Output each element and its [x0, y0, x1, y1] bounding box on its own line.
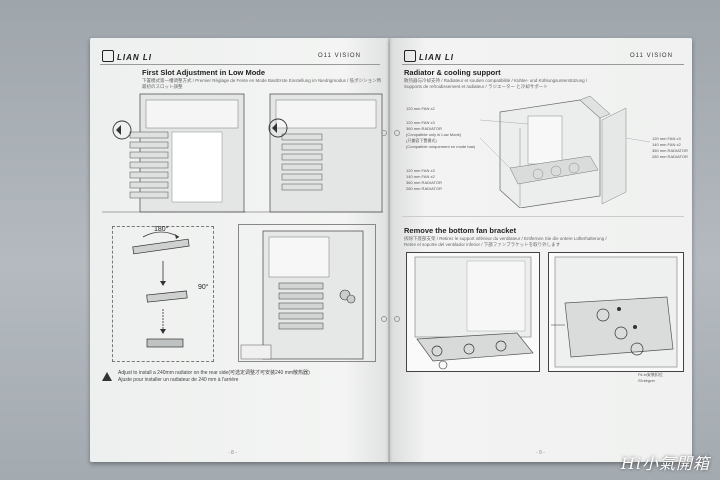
slot-install-box: [238, 224, 376, 362]
left-page: LIAN LI O11 VISION First Slot Adjustment…: [90, 38, 390, 462]
brand-mark-icon-right: [404, 50, 416, 62]
section-divider: [402, 216, 684, 217]
header-rule-right: [402, 64, 684, 65]
brand-logo-right: LIAN LI: [404, 50, 454, 62]
spec-line: 120 mm FAN x3: [406, 120, 435, 125]
section-subtitle: 下置模式第一槽调整方式 / Premier Réglage de Fente e…: [142, 78, 382, 89]
fit-in-drawing: [551, 256, 678, 368]
page-number-right: - 9 -: [536, 450, 545, 456]
manual-booklet: LIAN LI O11 VISION First Slot Adjustment…: [90, 38, 692, 468]
case-rear-drawing-1: [102, 93, 246, 213]
fit-in-label-fr: S'intégrer: [638, 378, 655, 383]
brand-name: LIAN LI: [117, 53, 152, 62]
spec-line: 140 mm FAN x2: [652, 142, 681, 147]
warning-icon: [102, 372, 112, 381]
case-rear-drawing-2: [242, 93, 383, 213]
binding-hole-left-1: [381, 130, 387, 136]
spec-line: 360 mm RADIATOR: [652, 148, 688, 153]
booklet-spine: [388, 38, 393, 462]
spec-line: (Compatible only in Low Mode): [406, 132, 462, 137]
section-heading-bracket: Remove the bottom fan bracket: [404, 226, 517, 235]
page-number-left: - 8 -: [228, 450, 237, 456]
section-heading: First Slot Adjustment in Low Mode: [142, 68, 266, 77]
section-heading-radiator: Radiator & cooling support: [404, 68, 501, 77]
slot-install-drawing: [240, 230, 364, 360]
spec-line: 120 mm FAN x2: [406, 106, 435, 111]
angle-label-180: 180°: [154, 226, 169, 233]
binding-hole-right-2: [394, 316, 400, 322]
illustration-step-1: [100, 92, 248, 214]
fit-in-label: Fit-in安装扣位: [638, 372, 663, 377]
right-page: LIAN LI O11 VISION Radiator & cooling su…: [390, 38, 692, 462]
section-subtitle-bracket-2: Retire el soporte del ventilador inferio…: [404, 242, 561, 247]
spec-line: 360 mm RADIATOR: [406, 180, 442, 185]
brand-mark-icon: [102, 50, 114, 62]
watermark-text: Hi小氣開箱: [620, 454, 710, 473]
brand-name-right: LIAN LI: [419, 53, 454, 62]
spec-line: 280 mm RADIATOR: [652, 154, 688, 159]
spec-line: (只兼容下置模式): [406, 138, 437, 143]
bracket-rotation-box: [112, 226, 214, 362]
section-subtitle-radiator-2: Supports de refroidissement et radiateur…: [404, 84, 548, 89]
remove-bracket-drawing: [414, 256, 534, 370]
spec-line: 360 mm RADIATOR: [406, 126, 442, 131]
spec-line: 140 mm FAN x2: [406, 174, 435, 179]
angle-label-90: 90°: [198, 284, 209, 291]
warning-text-en: Adjust to install a 240mm radiator on th…: [118, 370, 310, 376]
spec-line: (Compatible uniquement en mode bas): [406, 144, 476, 149]
illustration-step-2: [240, 92, 385, 214]
binding-hole-left-2: [381, 316, 387, 322]
illustration-remove-bracket: [406, 252, 540, 372]
model-name-right: O11 VISION: [630, 53, 673, 59]
header-rule: [100, 64, 380, 65]
spec-line: 280 mm RADIATOR: [406, 186, 442, 191]
binding-hole-right-1: [394, 130, 400, 136]
brand-logo: LIAN LI: [102, 50, 152, 62]
illustration-fit-in: [548, 252, 684, 372]
case-cooling-drawing: [479, 95, 651, 208]
spec-line: 120 mm FAN x3: [406, 168, 435, 173]
warning-text-fr: Ajuste pour installer un radiateur de 24…: [118, 377, 239, 383]
bracket-rotation-drawing: [132, 231, 190, 348]
spec-line: 120 mm FAN x3: [652, 136, 681, 141]
section-subtitle-radiator-1: 散热器与冷却支持 / Radiateur et soutien compatib…: [404, 78, 588, 83]
section-subtitle-bracket-1: 拆除下底部支架 / Retirez le support inférieur d…: [404, 236, 607, 241]
model-name: O11 VISION: [318, 53, 361, 59]
